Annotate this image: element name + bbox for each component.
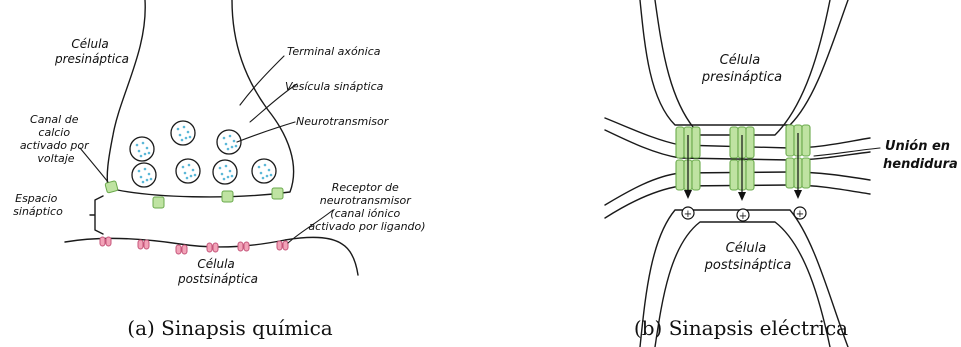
calcium-channel — [105, 181, 118, 194]
label-receptor: Receptor de neurotransmisor (canal iónic… — [308, 181, 425, 233]
receptor-channel — [207, 243, 218, 252]
label-cell-pre: Célula presináptica — [54, 37, 129, 66]
vesicle — [252, 159, 276, 183]
vesicle — [176, 159, 200, 183]
receptor-channel — [176, 245, 187, 254]
label-vesicle: Vesícula sináptica — [285, 80, 384, 93]
pointer-calcium — [80, 148, 108, 182]
panel-chemical-synapse: Célula presináptica Terminal axónica Ves… — [13, 0, 425, 340]
calcium-channel — [153, 197, 164, 208]
synaptic-space-bracket — [90, 196, 103, 234]
pointer-terminal — [240, 56, 284, 105]
label-calcium-channel: Canal de calcio activado por voltaje — [20, 113, 92, 165]
svg-text:+: + — [739, 211, 747, 222]
svg-text:+: + — [684, 209, 692, 220]
caption-chemical: (a) Sinapsis química — [127, 316, 333, 340]
receptor-channel — [138, 240, 149, 249]
panel-electrical-synapse: + + + Célula presináptica Unión en hendi… — [605, 0, 958, 347]
label-cell-post: Célula postsináptica — [177, 257, 258, 286]
positive-ion-icon: + — [794, 207, 806, 220]
label-cell-post: Célula postsináptica — [704, 241, 792, 273]
vesicle — [213, 160, 237, 184]
label-neurotransmitter: Neurotransmisor — [296, 115, 390, 128]
positive-ion-icon: + — [682, 207, 694, 220]
label-synaptic-space: Espacio sináptico — [13, 192, 63, 218]
receptor-channel — [277, 241, 288, 250]
calcium-channel — [272, 188, 283, 199]
vesicle — [130, 137, 154, 161]
label-terminal: Terminal axónica — [287, 45, 381, 58]
calcium-channel — [222, 191, 233, 202]
label-gap-junction: Unión en hendidura — [883, 139, 958, 172]
receptor-channel — [238, 242, 249, 251]
svg-text:+: + — [796, 209, 804, 220]
vesicle — [171, 121, 195, 145]
label-cell-pre: Célula presináptica — [701, 53, 782, 85]
vesicle — [132, 163, 156, 187]
positive-ion-icon: + — [737, 209, 749, 222]
caption-electrical: (b) Sinapsis eléctrica — [634, 316, 848, 340]
